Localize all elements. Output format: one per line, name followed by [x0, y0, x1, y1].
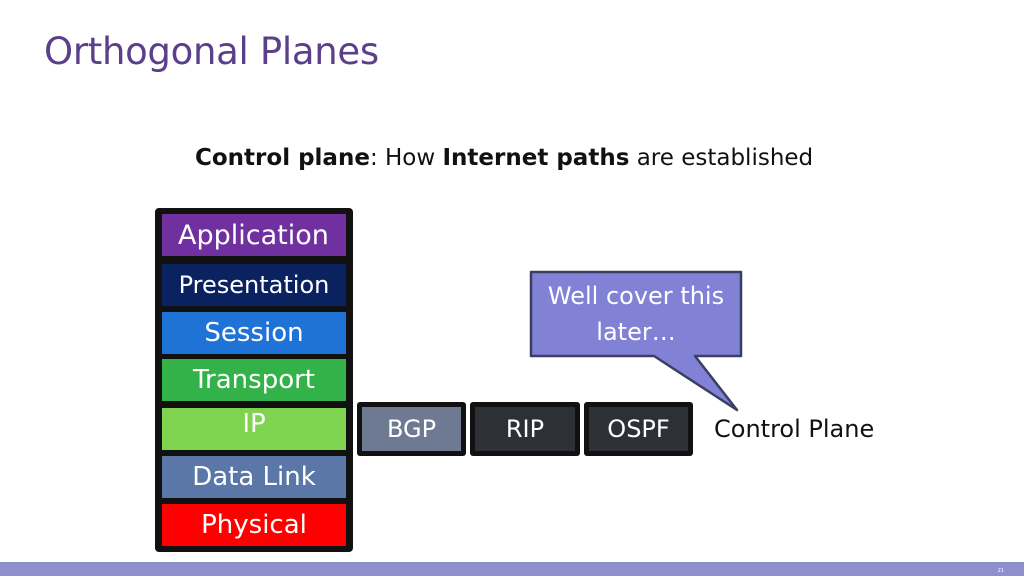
layer-ip: IP	[162, 408, 346, 450]
layer-session: Session	[162, 312, 346, 354]
slide-subtitle: Control plane: How Internet paths are es…	[195, 145, 813, 171]
footer-bar: 21	[0, 562, 1024, 576]
slide-title: Orthogonal Planes	[44, 30, 379, 73]
subtitle-bold-internet-paths: Internet paths	[442, 145, 630, 171]
protocol-rip-label: RIP	[475, 407, 575, 451]
callout-line-2: later…	[596, 318, 676, 346]
callout-line-1: Well cover this	[547, 282, 725, 310]
layer-transport: Transport	[162, 359, 346, 401]
protocol-bgp-box: BGP	[357, 402, 466, 456]
callout-text: Well cover this later…	[534, 278, 738, 350]
subtitle-bold-control-plane: Control plane	[195, 145, 370, 171]
protocol-ospf-box: OSPF	[584, 402, 693, 456]
protocol-rip-box: RIP	[470, 402, 580, 456]
protocol-bgp-label: BGP	[362, 407, 461, 451]
layer-presentation: Presentation	[162, 264, 346, 306]
control-plane-label: Control Plane	[714, 415, 875, 443]
callout-bubble-shape	[529, 270, 743, 412]
subtitle-text-how: : How	[369, 145, 443, 171]
osi-layer-stack: Application Presentation Session Transpo…	[155, 208, 353, 552]
page-number: 21	[997, 568, 1004, 574]
protocol-ospf-label: OSPF	[589, 407, 688, 451]
layer-physical: Physical	[162, 504, 346, 546]
subtitle-text-established: are established	[629, 145, 814, 171]
layer-data-link: Data Link	[162, 456, 346, 498]
layer-application: Application	[162, 214, 346, 256]
